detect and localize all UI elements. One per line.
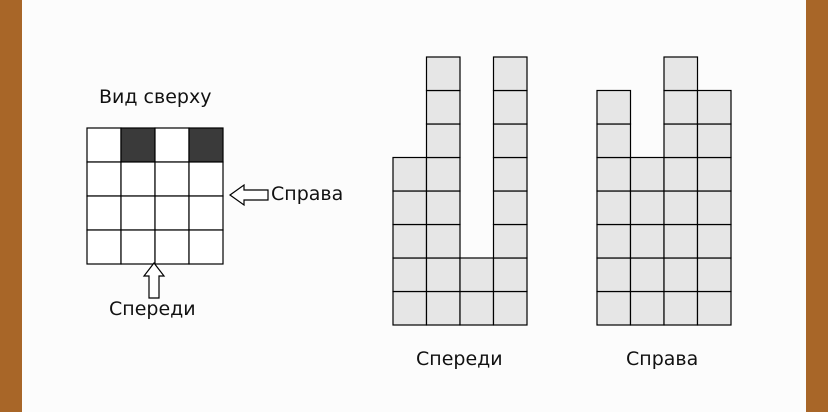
top-view-cell-filled bbox=[188, 127, 224, 163]
front-arrow-label: Спереди bbox=[109, 298, 196, 320]
right-arrow-label: Справа bbox=[271, 183, 344, 205]
right-view-caption: Справа bbox=[626, 348, 699, 370]
right-view-block bbox=[663, 290, 699, 326]
right-view-block bbox=[696, 123, 732, 159]
right-view-block bbox=[596, 156, 632, 192]
right-view-block bbox=[596, 290, 632, 326]
front-view-block bbox=[492, 156, 528, 192]
top-view-cell bbox=[188, 161, 224, 197]
top-view-cell bbox=[86, 229, 122, 265]
front-view-caption: Спереди bbox=[416, 348, 503, 370]
top-view-cell bbox=[188, 229, 224, 265]
top-view-cell bbox=[154, 127, 190, 163]
top-view-cell bbox=[120, 229, 156, 265]
front-view-block bbox=[425, 89, 461, 125]
top-view-cell bbox=[154, 195, 190, 231]
right-view-block bbox=[696, 257, 732, 293]
front-view-block bbox=[492, 257, 528, 293]
front-direction-arrow bbox=[142, 262, 166, 299]
right-view-block bbox=[696, 156, 732, 192]
right-view-block bbox=[663, 123, 699, 159]
right-view-block bbox=[629, 257, 665, 293]
front-view-block bbox=[425, 123, 461, 159]
front-view-block bbox=[425, 156, 461, 192]
front-view-block bbox=[425, 257, 461, 293]
top-view-cell bbox=[86, 127, 122, 163]
front-view-block bbox=[425, 190, 461, 226]
front-view-block bbox=[392, 257, 428, 293]
top-view-cell-filled bbox=[120, 127, 156, 163]
right-view-block bbox=[596, 123, 632, 159]
right-view-block bbox=[629, 156, 665, 192]
front-view-block bbox=[392, 290, 428, 326]
right-view-block bbox=[696, 223, 732, 259]
right-view-block bbox=[663, 56, 699, 92]
top-view-title: Вид сверху bbox=[99, 86, 212, 108]
front-view-block bbox=[459, 257, 495, 293]
right-view-block bbox=[663, 89, 699, 125]
front-view-block bbox=[492, 89, 528, 125]
top-view-cell bbox=[86, 161, 122, 197]
front-view-block bbox=[492, 223, 528, 259]
right-view-block bbox=[629, 290, 665, 326]
front-view-block bbox=[425, 290, 461, 326]
top-view-cell bbox=[120, 161, 156, 197]
right-view-block bbox=[696, 290, 732, 326]
front-view-block bbox=[425, 223, 461, 259]
front-view-block bbox=[459, 290, 495, 326]
right-direction-arrow bbox=[228, 183, 269, 207]
right-view-block bbox=[663, 257, 699, 293]
right-view-block bbox=[696, 89, 732, 125]
top-view-cell bbox=[86, 195, 122, 231]
front-view-block bbox=[392, 156, 428, 192]
right-view-block bbox=[596, 223, 632, 259]
top-view-cell bbox=[154, 229, 190, 265]
right-view-block bbox=[596, 257, 632, 293]
front-view-block bbox=[492, 290, 528, 326]
right-view-block bbox=[663, 190, 699, 226]
right-view-block bbox=[663, 156, 699, 192]
right-view-block bbox=[596, 89, 632, 125]
front-view-block bbox=[492, 123, 528, 159]
right-view-block bbox=[629, 223, 665, 259]
right-view-block bbox=[629, 190, 665, 226]
top-view-cell bbox=[120, 195, 156, 231]
right-view-block bbox=[663, 223, 699, 259]
front-view-block bbox=[392, 223, 428, 259]
front-view-block bbox=[425, 56, 461, 92]
top-view-cell bbox=[154, 161, 190, 197]
front-view-block bbox=[492, 56, 528, 92]
front-view-block bbox=[392, 190, 428, 226]
top-view-cell bbox=[188, 195, 224, 231]
front-view-block bbox=[492, 190, 528, 226]
right-view-block bbox=[596, 190, 632, 226]
right-view-block bbox=[696, 190, 732, 226]
